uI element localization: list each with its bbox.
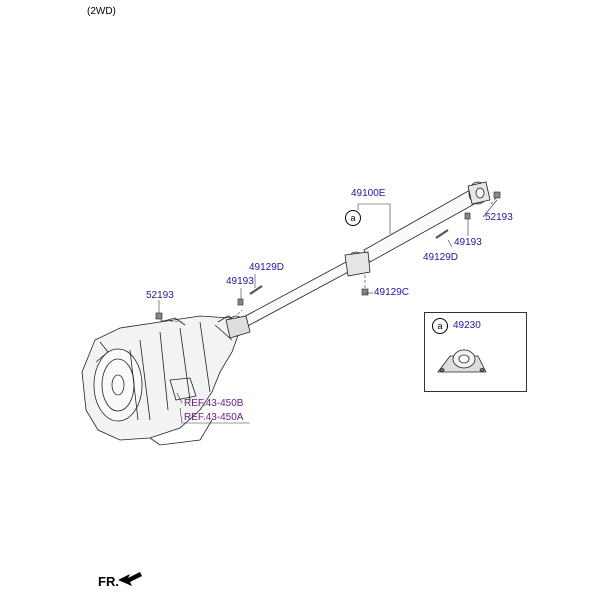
fasteners bbox=[155, 191, 501, 320]
part-label-bolt-left-d: 49129D bbox=[249, 262, 285, 273]
part-label-nut-right: 49193 bbox=[454, 237, 482, 248]
part-label-bolt-center-c: 49129C bbox=[374, 287, 410, 298]
front-arrow-icon bbox=[118, 572, 142, 586]
part-label-bolt-right-top: 52193 bbox=[485, 212, 513, 223]
callout-a-main: a bbox=[345, 210, 361, 226]
part-label-bearing: 49230 bbox=[453, 320, 481, 331]
transmission-drawing bbox=[81, 315, 241, 446]
part-label-shaft-assy: 49100E bbox=[351, 188, 386, 199]
direction-label: FR. bbox=[98, 574, 119, 589]
center-bearing-inset bbox=[424, 312, 527, 392]
propeller-shaft bbox=[225, 181, 491, 339]
label-leaders bbox=[158, 199, 498, 424]
part-label-bolt-right-d: 49129D bbox=[423, 252, 459, 263]
reference-link-b[interactable]: REF.43-450A bbox=[184, 412, 244, 423]
part-label-nut-left: 49193 bbox=[226, 276, 254, 287]
reference-link-a[interactable]: REF.43-450B bbox=[184, 398, 244, 409]
callout-a-inset: a bbox=[432, 318, 448, 334]
part-label-bolt-left: 52193 bbox=[146, 290, 174, 301]
center-bearing-drawing bbox=[437, 349, 487, 373]
variant-label: (2WD) bbox=[87, 6, 116, 17]
